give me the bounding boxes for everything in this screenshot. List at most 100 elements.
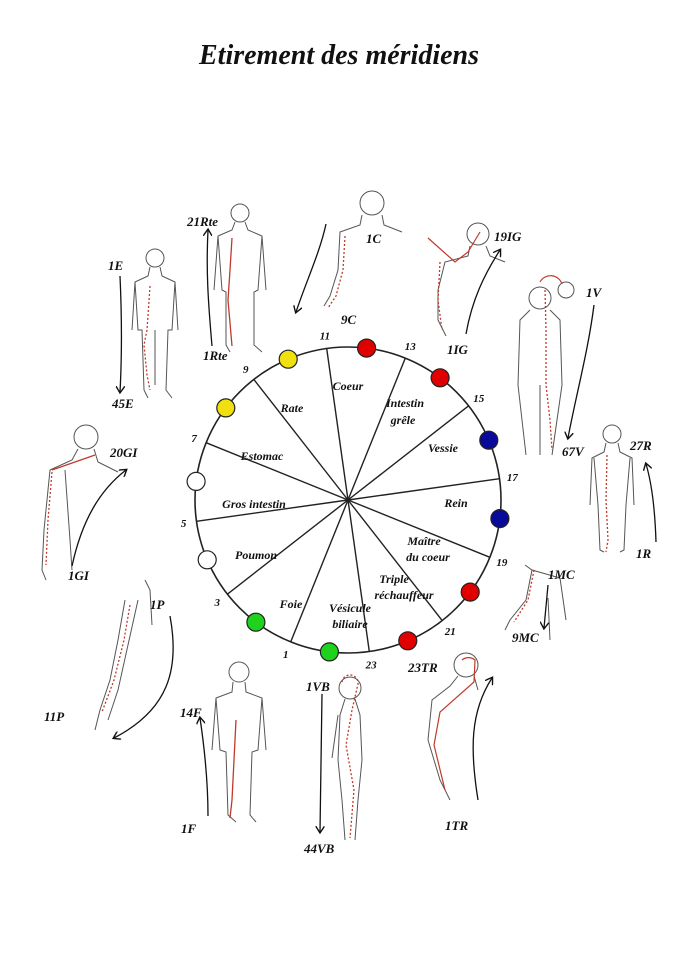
arrow-coeur xyxy=(296,223,327,312)
figure-intestin-grele xyxy=(427,222,506,337)
point-label-1F: 1F xyxy=(181,821,197,836)
wheel-spoke xyxy=(205,442,349,501)
hour-label: 9 xyxy=(243,364,249,376)
sector-label-foie: Foie xyxy=(279,597,303,611)
page-title: Etirement des méridiens xyxy=(199,40,479,71)
point-label-1E: 1E xyxy=(108,258,124,273)
arrow-intestin-grele xyxy=(465,250,500,335)
wheel-spoke xyxy=(290,499,349,643)
point-label-1IG: 1IG xyxy=(447,342,469,357)
sector-label-gros-intestin: Gros intestin xyxy=(222,497,286,511)
sector-label-vesicule-1: Vésicule xyxy=(329,601,372,615)
point-label-19IG: 19IG xyxy=(494,229,522,244)
point-label-1Rte: 1Rte xyxy=(203,348,228,363)
point-label-1TR: 1TR xyxy=(445,818,468,833)
point-label-67V: 67V xyxy=(562,444,585,459)
point-label-1C: 1C xyxy=(366,231,382,246)
sector-label-vessie: Vessie xyxy=(428,441,459,455)
wheel-spoke xyxy=(326,348,349,501)
point-label-23TR: 23TR xyxy=(407,660,438,675)
arrow-vesicule-biliaire xyxy=(320,693,322,832)
hour-label: 5 xyxy=(181,518,187,530)
sector-dot xyxy=(246,612,266,632)
sector-label-maitre-1: Maître xyxy=(406,534,441,548)
wheel-spoke xyxy=(196,499,349,522)
sector-dot xyxy=(357,338,377,358)
figure-rein xyxy=(589,424,635,553)
sector-label-intestin-grele-2: grêle xyxy=(390,413,416,427)
sector-dot xyxy=(479,430,499,450)
sector-dot xyxy=(197,550,217,570)
point-label-21Rte: 21Rte xyxy=(186,214,218,229)
point-label-1P: 1P xyxy=(150,597,166,612)
hour-label: 17 xyxy=(507,472,519,484)
arrow-rein xyxy=(646,464,657,543)
wheel-spoke xyxy=(347,478,500,501)
figure-vessie xyxy=(517,275,575,456)
wheel-spoke xyxy=(347,499,491,558)
point-label-1MC: 1MC xyxy=(548,567,575,582)
sector-dot xyxy=(490,508,510,529)
sector-label-triple-1: Triple xyxy=(379,572,409,586)
hour-label: 23 xyxy=(365,659,378,671)
arrow-gros-intestin xyxy=(71,470,126,567)
sector-label-poumon: Poumon xyxy=(235,548,277,562)
sector-label-intestin-grele-1: Intestin xyxy=(385,396,424,410)
hour-label: 3 xyxy=(213,597,220,609)
wheel-spoke xyxy=(253,378,349,501)
point-label-45E: 45E xyxy=(111,396,134,411)
figure-gros-intestin xyxy=(41,424,119,581)
arrow-maitre-du-coeur xyxy=(544,584,548,628)
point-label-1V: 1V xyxy=(586,285,603,300)
hour-label: 19 xyxy=(496,557,508,569)
wheel-spoke xyxy=(347,405,470,501)
wheel-spoke xyxy=(347,499,370,652)
hour-label: 7 xyxy=(191,433,197,445)
hour-label: 11 xyxy=(320,331,330,343)
arrow-foie xyxy=(200,718,209,817)
figure-foie xyxy=(211,661,267,823)
figure-rate xyxy=(213,203,267,353)
sector-label-coeur: Coeur xyxy=(333,379,364,393)
point-label-11P: 11P xyxy=(44,709,65,724)
point-label-9MC: 9MC xyxy=(512,630,539,645)
arrow-vessie xyxy=(568,304,595,438)
arrow-poumon xyxy=(114,615,174,738)
point-label-1VB: 1VB xyxy=(306,679,330,694)
sector-dot xyxy=(186,471,206,491)
sector-label-estomac: Estomac xyxy=(240,449,284,463)
figure-poumon xyxy=(94,579,153,731)
hour-label: 15 xyxy=(473,393,485,405)
sector-dot xyxy=(430,368,450,388)
point-label-14F: 14F xyxy=(180,705,202,720)
figure-estomac xyxy=(131,248,179,399)
sector-label-vesicule-2: biliaire xyxy=(332,617,368,631)
hour-label: 21 xyxy=(444,626,456,638)
figure-triple-rechauffeur xyxy=(427,652,479,801)
sector-label-rate: Rate xyxy=(280,401,304,415)
sector-dot xyxy=(216,398,236,418)
wheel-spoke xyxy=(226,499,349,595)
sector-label-rein: Rein xyxy=(443,496,468,510)
point-label-27R: 27R xyxy=(629,438,652,453)
point-label-1R: 1R xyxy=(636,546,652,561)
hour-label: 13 xyxy=(405,341,417,353)
wheel-spoke xyxy=(347,499,443,622)
figure-vesicule-biliaire xyxy=(331,674,363,841)
sector-dot xyxy=(398,631,418,651)
hour-label: 1 xyxy=(283,649,289,661)
wheel-spoke xyxy=(347,357,406,501)
point-label-9C: 9C xyxy=(341,312,357,327)
point-label-20GI: 20GI xyxy=(109,445,138,460)
figure-maitre-du-coeur xyxy=(504,564,567,641)
arrow-rate xyxy=(207,230,213,347)
arrow-estomac xyxy=(120,275,122,392)
figure-coeur xyxy=(323,190,403,309)
sector-label-maitre-2: du coeur xyxy=(406,550,450,564)
arrow-triple-rechauffeur xyxy=(472,678,492,801)
sector-dot xyxy=(278,349,298,369)
sector-dot xyxy=(319,642,339,662)
sector-dot xyxy=(460,582,480,602)
